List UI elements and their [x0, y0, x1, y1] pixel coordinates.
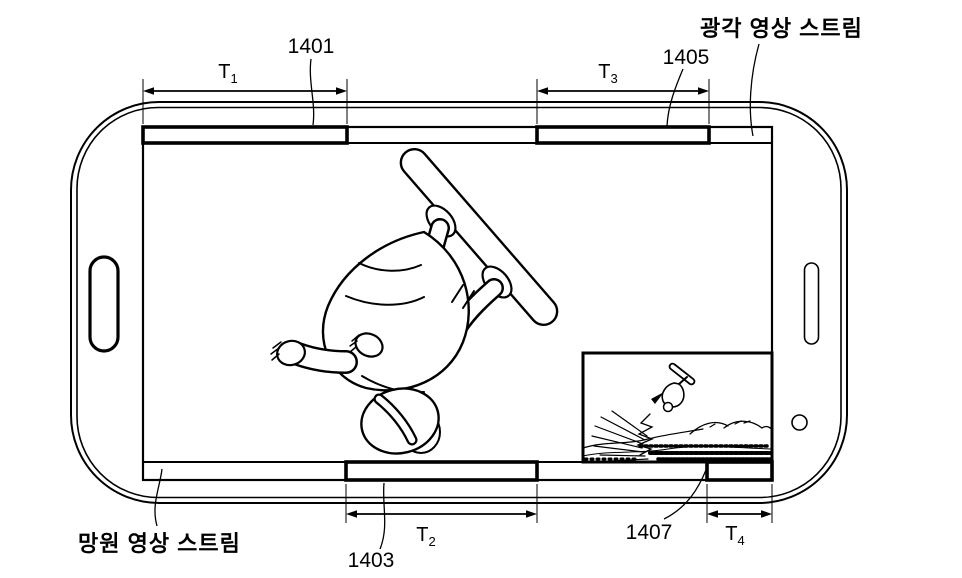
t1-arrowhead-left	[143, 87, 154, 95]
segment-1407	[705, 460, 774, 482]
t1-witness-lines	[142, 79, 348, 124]
callout-1405: 1405	[663, 46, 710, 127]
callout-1407: 1407	[626, 469, 707, 544]
label-t1: T1	[218, 61, 237, 86]
dimension-t2: T2	[345, 484, 538, 549]
speaker-slot	[88, 255, 120, 353]
leader-telephoto-stream	[154, 468, 163, 527]
snowboard	[399, 147, 559, 327]
label-t3: T3	[598, 61, 617, 86]
label-wide-angle-stream: 광각 영상 스트림	[700, 16, 863, 41]
dimension-t1: T1	[142, 61, 348, 124]
t4-arrowhead-right	[761, 510, 772, 518]
telephoto-stream-callout: 망원 영상 스트림	[78, 468, 241, 556]
label-1405: 1405	[663, 46, 710, 69]
t3-arrowhead-right	[698, 87, 709, 95]
callout-1403: 1403	[348, 482, 395, 572]
label-1403: 1403	[348, 549, 395, 572]
label-t4: T4	[725, 523, 744, 548]
leader-1401	[309, 58, 315, 126]
t1-arrowhead-right	[336, 87, 347, 95]
wide-angle-stream-bar	[141, 125, 773, 145]
pip-rider-grab	[678, 376, 688, 385]
pip-rider-head	[662, 401, 674, 413]
pip-kicker-jag	[636, 413, 654, 456]
pip-horizon-lower	[582, 446, 773, 457]
microphone-hole	[791, 414, 808, 431]
pip-snowboard	[668, 362, 696, 386]
telephoto-stream-bar	[142, 460, 774, 482]
dimension-t4: T4	[706, 484, 773, 548]
phone-outer-outline	[70, 101, 848, 504]
wide-angle-stream-callout: 광각 영상 스트림	[700, 16, 863, 137]
t3-arrowhead-left	[537, 87, 548, 95]
home-button	[803, 262, 820, 345]
jacket-seam-chest	[358, 262, 422, 272]
jacket-seam-waist	[345, 295, 425, 306]
pip-scene	[582, 362, 773, 462]
pip-spray-rays	[591, 410, 649, 462]
pip-hill-hatch	[709, 420, 751, 428]
glove-tucked-fingers	[349, 334, 360, 353]
pip-rider-arm	[651, 392, 664, 404]
callout-1401: 1401	[288, 35, 335, 126]
t2-witness-lines	[345, 484, 538, 523]
t2-arrowhead-right	[526, 510, 537, 518]
label-1407: 1407	[626, 521, 673, 544]
segment-1401	[141, 125, 349, 145]
t2-arrowhead-left	[346, 510, 357, 518]
label-telephoto-stream: 망원 영상 스트림	[78, 531, 241, 556]
glove-extended	[276, 339, 306, 367]
glove-extended-fingers	[270, 341, 282, 361]
leader-1405	[666, 68, 684, 127]
segment-1405	[535, 125, 711, 145]
pip-window	[581, 351, 774, 464]
sleeve-mark-1	[451, 284, 464, 303]
main-snowboarder-illustration	[270, 147, 559, 455]
label-t2: T2	[416, 524, 435, 549]
leader-wide-angle-stream	[749, 43, 760, 137]
leader-1403	[379, 482, 386, 550]
segment-1403	[344, 460, 539, 482]
goggle-band-fill	[375, 395, 416, 444]
t4-witness-lines	[706, 484, 773, 523]
phone-inner-outline	[76, 106, 842, 499]
t4-arrowhead-left	[707, 510, 718, 518]
pip-hills-right	[689, 420, 773, 435]
leader-1407	[663, 469, 707, 520]
label-1401: 1401	[288, 35, 335, 58]
pip-horizon	[582, 428, 704, 449]
t3-witness-lines	[536, 79, 710, 124]
phone-body	[70, 101, 848, 504]
sleeve-mark-2	[462, 290, 475, 309]
dimension-t3: T3	[536, 61, 710, 124]
glove-tucked	[354, 332, 384, 358]
